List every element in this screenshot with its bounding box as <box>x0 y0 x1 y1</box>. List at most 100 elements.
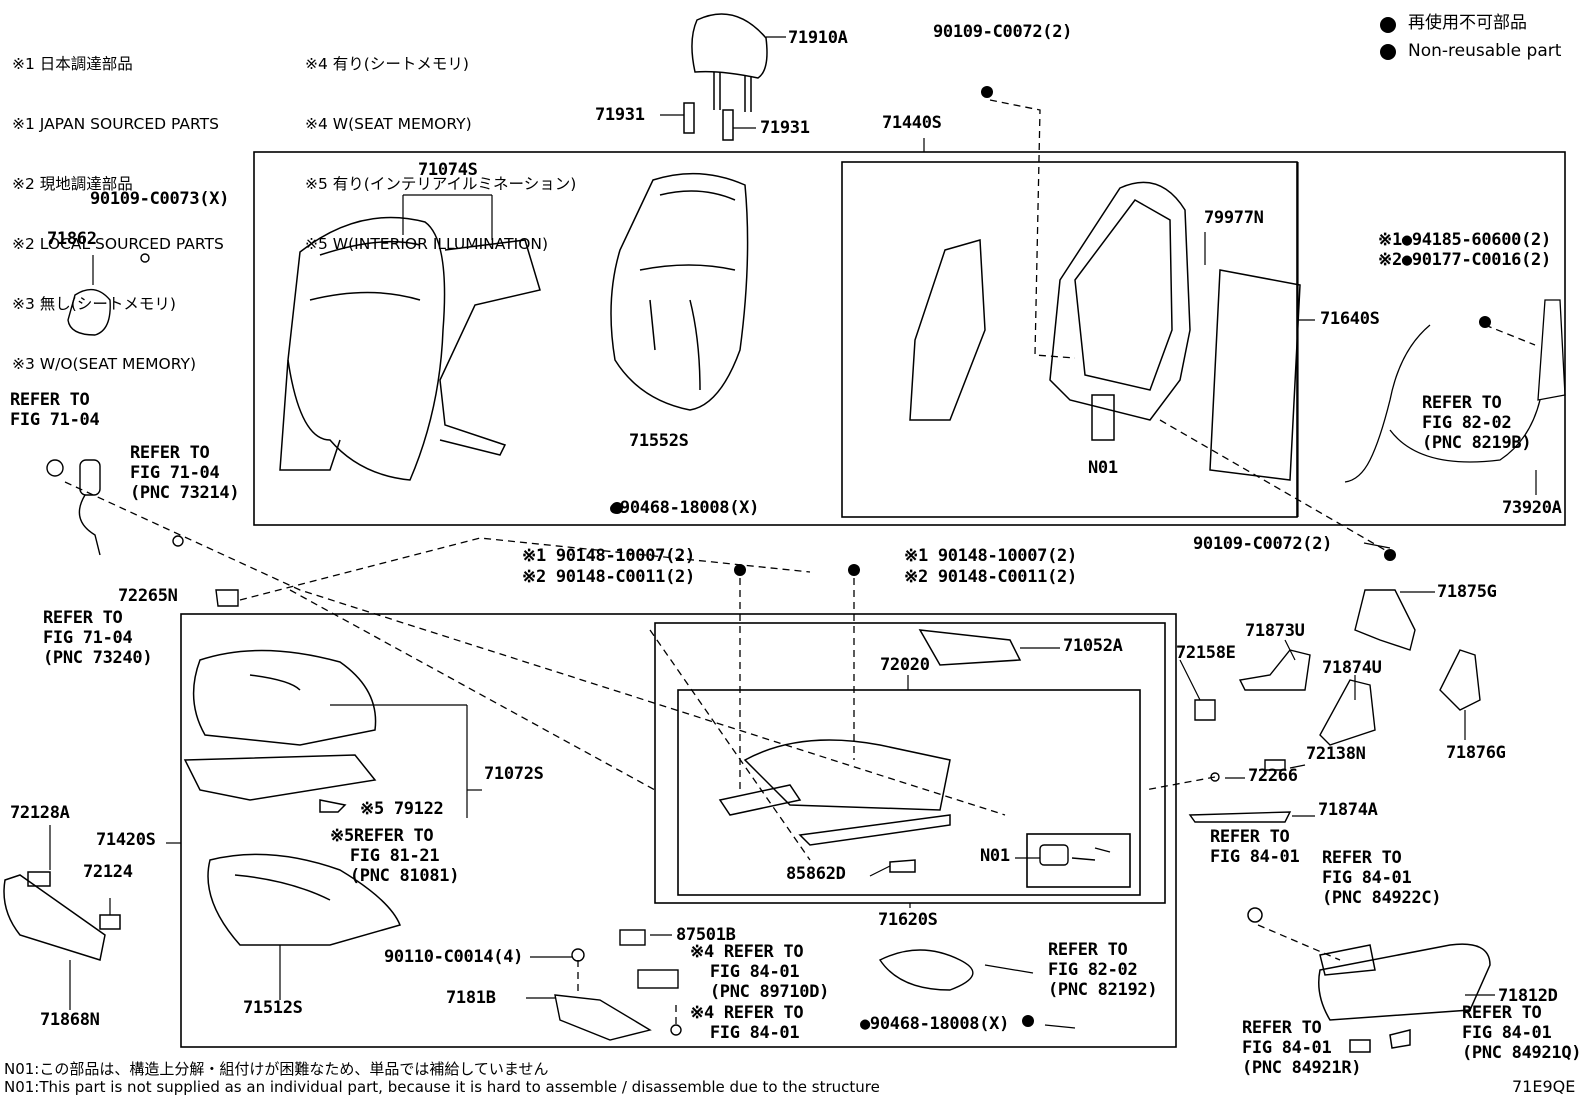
part-71640s: 71640S <box>1320 309 1380 329</box>
part-87501b: 87501B <box>676 925 736 945</box>
part-71512s: 71512S <box>243 998 303 1018</box>
part-85862d: 85862D <box>786 864 846 884</box>
legend-dot-2 <box>1380 44 1396 60</box>
part-71440s: 71440S <box>882 113 942 133</box>
note-6: ※3 W/O(SEAT MEMORY) <box>12 355 197 373</box>
legend-line-1: 再使用不可部品 <box>1408 13 1527 33</box>
note-4: ※2 LOCAL SOURCED PARTS <box>12 235 224 253</box>
diagram-code: 71E9QE <box>1512 1077 1576 1096</box>
refer-fig-84-01-c: ※4 REFER TO FIG 84-01 (PNC 89710D) <box>690 942 830 1002</box>
part-72265n: 72265N <box>118 586 178 606</box>
refer-fig-84-01-e: REFER TO FIG 84-01 (PNC 84921R) <box>1242 1018 1362 1078</box>
note-5: ※3 無し(シートメモリ) <box>12 295 176 313</box>
note-8: ※4 W(SEAT MEMORY) <box>305 115 472 133</box>
note-1: ※1 日本調達部品 <box>12 55 133 73</box>
seatback-cover-drawing <box>610 172 749 411</box>
part-90148-left-1: ※1 90148-10007(2) <box>522 546 695 566</box>
part-90148-right-1: ※1 90148-10007(2) <box>904 546 1077 566</box>
part-79977n: 79977N <box>1204 208 1264 228</box>
part-71873u: 71873U <box>1245 621 1305 641</box>
part-71875g: 71875G <box>1437 582 1497 602</box>
bolt-icons <box>611 86 1491 1027</box>
part-n01-bottom: N01 <box>980 846 1010 866</box>
part-90109-c0072-bottom: 90109-C0072(2) <box>1193 534 1333 554</box>
refer-fig-84-01-d: ※4 REFER TO FIG 84-01 <box>690 1003 804 1043</box>
refer-fig-71-04-c: REFER TO FIG 71-04 (PNC 73240) <box>43 608 153 668</box>
note-2: ※1 JAPAN SOURCED PARTS <box>12 115 219 133</box>
part-72020: 72020 <box>880 655 930 675</box>
adjuster-inner-box <box>677 689 1141 896</box>
seatback-frame-drawing <box>909 181 1301 481</box>
part-90109-c0072-top: 90109-C0072(2) <box>933 22 1073 42</box>
legend-line-2: Non-reusable part <box>1408 41 1562 61</box>
part-71420s: 71420S <box>96 830 156 850</box>
part-71931-left: 71931 <box>595 105 645 125</box>
note-10: ※5 W(INTERIOR ILLUMINATION) <box>305 235 549 253</box>
bottom-center-parts-drawing <box>554 929 974 1041</box>
harness-73920a-drawing <box>1344 299 1566 483</box>
legend-dot-1 <box>1380 17 1396 33</box>
side-shield-drawing <box>3 871 121 961</box>
part-90468-18008-bottom: ●90468-18008(X) <box>860 1014 1010 1034</box>
refer-fig-84-01-a: REFER TO FIG 84-01 <box>1210 827 1300 867</box>
part-73920a: 73920A <box>1502 498 1562 518</box>
part-71072s: 71072S <box>484 764 544 784</box>
part-n01-top: N01 <box>1088 458 1118 478</box>
part-72128a: 72128A <box>10 803 70 823</box>
right-covers-drawing <box>1188 589 1481 823</box>
part-71812d: 71812D <box>1498 986 1558 1006</box>
part-90468-18008-top: ●90468-18008(X) <box>610 498 760 518</box>
note-3: ※2 現地調達部品 <box>12 175 133 193</box>
n01-motor-box <box>1026 833 1131 888</box>
part-71862: 71862 <box>47 229 97 249</box>
part-90110-c0014: 90110-C0014(4) <box>384 947 524 967</box>
part-71874a: 71874A <box>1318 800 1378 820</box>
part-71052a: 71052A <box>1063 636 1123 656</box>
footer-note-jp: N01:この部品は、構造上分解・組付けが困難なため、単品では補給していません <box>4 1060 549 1078</box>
note-7: ※4 有り(シートメモリ) <box>305 55 469 73</box>
part-71876g: 71876G <box>1446 743 1506 763</box>
leader-lines <box>49 36 1537 1029</box>
part-71620s: 71620S <box>878 910 938 930</box>
headrest-drawing <box>683 13 768 141</box>
part-90148-left-2: ※2 90148-C0011(2) <box>522 567 695 587</box>
left-small-parts-drawing <box>46 253 239 607</box>
guide-lines <box>64 99 1536 1024</box>
part-71074s: 71074S <box>418 160 478 180</box>
refer-fig-84-01-b: REFER TO FIG 84-01 (PNC 84922C) <box>1322 848 1442 908</box>
part-71931-right: 71931 <box>760 118 810 138</box>
part-71910a: 71910A <box>788 28 848 48</box>
refer-fig-82-02-a: REFER TO FIG 82-02 (PNC 8219B) <box>1422 393 1532 453</box>
side-cover-drawing <box>1247 907 1491 1053</box>
notes-right: ※4 有り(シートメモリ) ※4 W(SEAT MEMORY) ※5 有り(イン… <box>305 14 576 294</box>
part-72266: 72266 <box>1248 766 1298 786</box>
footer-note-en: N01:This part is not supplied as an indi… <box>4 1078 880 1096</box>
note-9: ※5 有り(インテリアイルミネーション) <box>305 175 577 193</box>
seatback-pad-drawing <box>279 216 541 481</box>
part-72138n: 72138N <box>1306 744 1366 764</box>
refer-fig-81-21: ※5REFER TO FIG 81-21 (PNC 81081) <box>330 826 460 886</box>
part-90109-c0073: 90109-C0073(X) <box>90 189 230 209</box>
part-71868n: 71868N <box>40 1010 100 1030</box>
part-7181b: 7181B <box>446 988 496 1008</box>
part-94185-60600: ※1●94185-60600(2) <box>1378 230 1551 250</box>
refer-fig-82-02-b: REFER TO FIG 82-02 (PNC 82192) <box>1048 940 1158 1000</box>
notes-left: ※1 日本調達部品 ※1 JAPAN SOURCED PARTS ※2 現地調達… <box>12 14 224 414</box>
refer-fig-71-04-a: REFER TO FIG 71-04 <box>10 390 100 430</box>
cushion-cover-drawing <box>207 853 402 946</box>
cushion-pad-drawing <box>183 649 377 813</box>
part-72124: 72124 <box>83 862 133 882</box>
part-71874u: 71874U <box>1322 658 1382 678</box>
part-71552s: 71552S <box>629 431 689 451</box>
n01-motor-drawing <box>1039 844 1111 866</box>
refer-fig-84-01-f: REFER TO FIG 84-01 (PNC 84921Q) <box>1462 1003 1582 1063</box>
part-90148-right-2: ※2 90148-C0011(2) <box>904 567 1077 587</box>
part-72158e: 72158E <box>1176 643 1236 663</box>
part-90177-c0016: ※2●90177-C0016(2) <box>1378 250 1551 270</box>
adjuster-drawing <box>718 629 1022 873</box>
refer-fig-71-04-b: REFER TO FIG 71-04 (PNC 73214) <box>130 443 240 503</box>
part-79122: ※5 79122 <box>360 799 444 819</box>
seatback-group-box <box>253 151 1566 526</box>
